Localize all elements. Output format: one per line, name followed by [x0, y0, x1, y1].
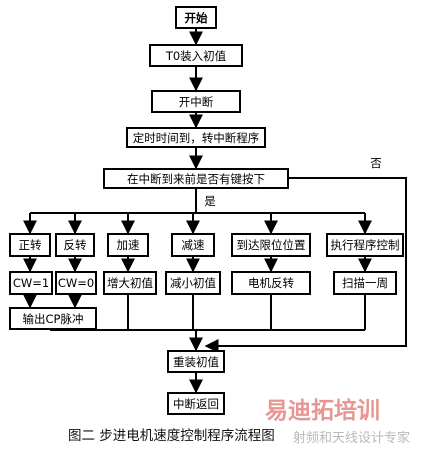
- node-dec-init-label: 减小初值: [170, 276, 216, 290]
- watermark-sub: 射频和天线设计专家: [293, 430, 410, 446]
- node-scan-once: 扫描一周: [333, 271, 397, 295]
- node-t0-load: T0装入初值: [149, 44, 243, 67]
- node-int-return: 中断返回: [167, 392, 225, 415]
- node-forward: 正转: [9, 233, 51, 257]
- node-motor-rev: 电机反转: [231, 271, 311, 295]
- node-timer-int: 定时时间到，转中断程序: [126, 127, 266, 148]
- no-branch-line: [204, 177, 407, 353]
- node-cw1-label: CW=1: [13, 276, 49, 290]
- node-reload: 重装初值: [167, 350, 225, 373]
- node-accel-label: 加速: [117, 238, 140, 252]
- connectors: [23, 28, 407, 394]
- label-yes: 是: [204, 194, 216, 208]
- node-start-label: 开始: [185, 11, 208, 25]
- node-cw1: CW=1: [9, 271, 53, 295]
- node-inc-init-label: 增大初值: [107, 276, 153, 290]
- node-decel-label: 减速: [182, 238, 205, 252]
- node-start: 开始: [175, 6, 217, 29]
- node-decel: 减速: [171, 233, 215, 257]
- node-accel: 加速: [107, 233, 149, 257]
- label-no: 否: [370, 156, 382, 170]
- figure-caption: 图二 步进电机速度控制程序流程图: [68, 428, 275, 444]
- node-exec-prog: 执行程序控制: [326, 233, 404, 257]
- node-limit-pos: 到达限位位置: [231, 233, 311, 257]
- node-dec-init: 减小初值: [165, 271, 221, 295]
- node-t0-load-label: T0装入初值: [165, 49, 227, 63]
- node-timer-int-label: 定时时间到，转中断程序: [133, 131, 260, 145]
- node-reverse-label: 反转: [64, 238, 87, 252]
- node-enable-int-label: 开中断: [179, 95, 214, 109]
- node-output-cp-label: 输出CP脉冲: [23, 312, 84, 326]
- node-forward-label: 正转: [19, 238, 42, 252]
- watermark: 易迪拓培训 射频和天线设计专家: [265, 397, 410, 446]
- watermark-brand: 易迪拓培训: [265, 397, 380, 424]
- node-limit-pos-label: 到达限位位置: [237, 238, 306, 252]
- node-exec-prog-label: 执行程序控制: [331, 238, 400, 252]
- node-reload-label: 重装初值: [173, 355, 219, 369]
- node-key-check-label: 在中断到来前是否有键按下: [127, 172, 265, 186]
- node-cw0: CW=0: [55, 271, 97, 295]
- node-enable-int: 开中断: [151, 90, 241, 113]
- node-int-return-label: 中断返回: [173, 397, 219, 411]
- node-scan-once-label: 扫描一周: [342, 276, 388, 290]
- node-motor-rev-label: 电机反转: [248, 276, 294, 290]
- node-key-check: 在中断到来前是否有键按下: [103, 168, 289, 189]
- node-reverse: 反转: [55, 233, 95, 257]
- node-output-cp: 输出CP脉冲: [9, 307, 97, 330]
- node-cw0-label: CW=0: [58, 276, 94, 290]
- node-inc-init: 增大初值: [103, 271, 157, 295]
